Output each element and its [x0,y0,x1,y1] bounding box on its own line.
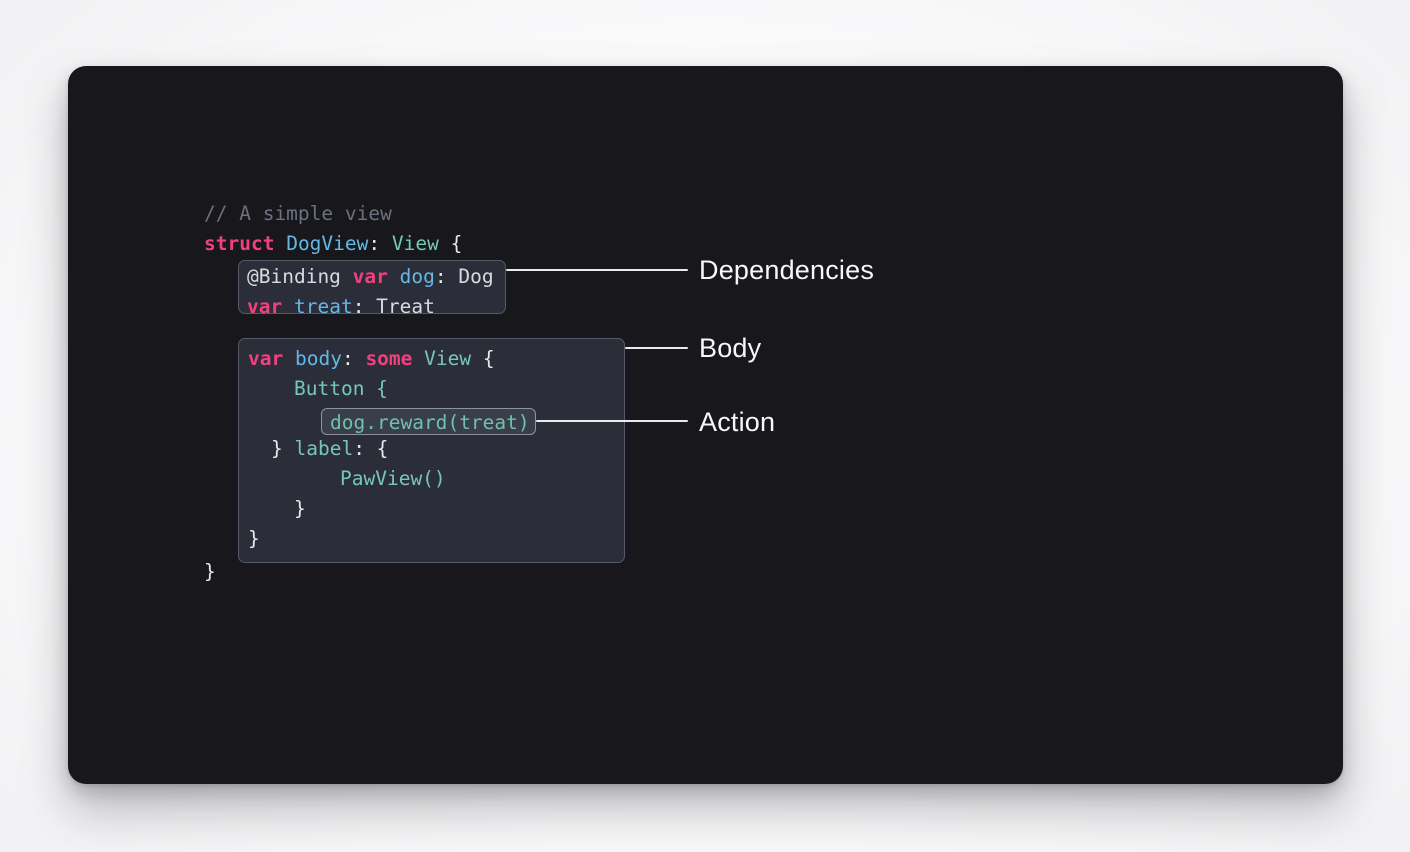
keyword-var-treat: var [247,295,283,318]
close-brace-label: } [294,497,306,520]
close-brace-struct: } [204,560,216,583]
space [341,265,353,288]
argument-treat: treat [459,411,518,434]
keyword-var-dog: var [352,265,388,288]
type-view: View [424,347,472,370]
leader-line-body [625,347,688,349]
space [412,347,424,370]
arg-label: label [294,437,354,460]
keyword-some: some [365,347,413,370]
property-dog: dog [399,265,435,288]
body-callout-box: var body: some View { Button { } label: … [238,338,625,563]
dependencies-code: @Binding var dog: Dog var treat: Treat [239,261,505,322]
space [274,232,286,255]
type-name-dogview: DogView [286,232,369,255]
call-button: Button { [294,377,388,400]
keyword-struct: struct [204,232,275,255]
colon: : [368,232,392,255]
action-highlight-box: dog.reward(treat) [321,408,536,435]
open-brace: { [471,347,495,370]
attribute-binding: @Binding [247,265,341,288]
annotation-dependencies: Dependencies [699,255,875,285]
leader-line-dependencies [506,269,688,271]
code-line-struct-declaration: struct DogView: View { [204,229,462,259]
code-line-struct-close: } [204,557,216,587]
keyword-var-body: var [248,347,284,370]
conformance-view: View [391,232,439,255]
space [388,265,400,288]
receiver-dog: dog [330,411,366,434]
code-slide-panel: // A simple view struct DogView: View { … [68,66,1343,784]
open-brace: { [438,232,463,255]
dependencies-callout-box: @Binding var dog: Dog var treat: Treat [238,260,506,318]
close-brace-body: } [248,527,260,550]
annotation-action: Action [699,407,776,437]
leader-line-action [536,420,688,422]
call-pawview: PawView() [340,467,446,490]
colon: : [352,295,377,318]
dot: . [365,411,377,434]
colon-brace: : { [353,437,389,460]
annotation-body: Body [699,333,762,363]
colon: : [434,265,459,288]
space [282,295,294,318]
comment-text: // A simple view [204,202,392,225]
code-line-comment: // A simple view [204,199,392,229]
space [283,347,295,370]
type-dog: Dog [458,265,494,288]
body-code: var body: some View { Button { } label: … [239,339,624,554]
type-treat: Treat [376,295,435,318]
open-paren: ( [447,411,460,434]
method-reward: reward [376,411,448,434]
property-body: body [294,347,342,370]
action-code: dog.reward(treat) [322,409,535,435]
property-treat: treat [293,295,353,318]
close-brace-button: } [271,437,295,460]
close-paren: ) [517,411,530,434]
colon: : [341,347,366,370]
